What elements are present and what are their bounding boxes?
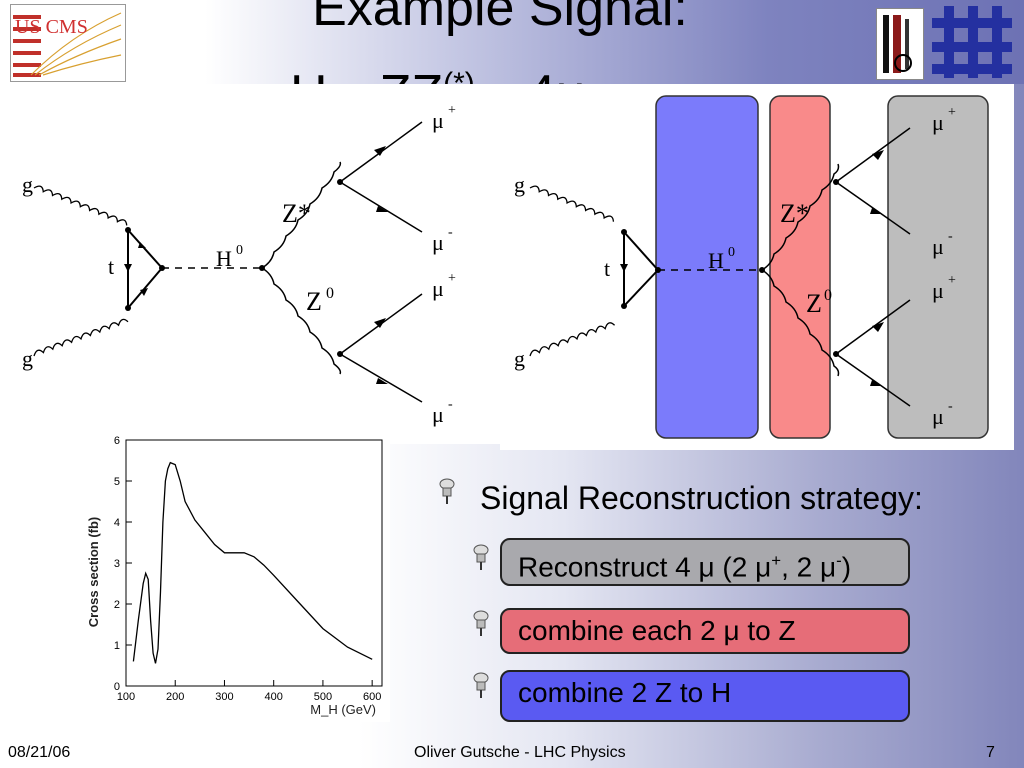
bullet-reconstruct-suffix: ) — [841, 551, 852, 583]
bullet-reconstruct-sup-plus: + — [771, 551, 782, 570]
pushpin-icon — [439, 478, 455, 504]
footer-page-number: 7 — [986, 744, 995, 761]
label-top-quark: t — [108, 254, 114, 279]
y-tick-label: 4 — [114, 517, 120, 529]
plot-frame — [125, 439, 383, 687]
label-mu-minus-top-sup: - — [948, 229, 953, 244]
label-gluon-top: g — [514, 172, 525, 197]
x-tick-label: 300 — [215, 691, 233, 703]
label-z0: Z — [806, 289, 822, 318]
title-bar — [0, 0, 1024, 84]
y-tick-label: 5 — [114, 476, 120, 488]
label-top-quark: t — [604, 256, 610, 281]
fermilab-logo — [930, 4, 1014, 80]
uscms-logo-text: US CMS — [15, 16, 88, 38]
box-z-group — [769, 95, 831, 439]
feynman-diagram-left: g g t H 0 Z* Z 0 μ + μ - μ + μ - — [12, 84, 512, 444]
footer-author: Oliver Gutsche - LHC Physics — [414, 744, 626, 761]
label-mu-minus-top: μ — [432, 230, 444, 255]
box-muon-group — [887, 95, 989, 439]
label-mu-minus-bottom-sup: - — [948, 399, 953, 414]
bullet-reconstruct-text: Reconstruct 4 μ (2 μ — [518, 551, 772, 583]
label-higgs: H — [708, 248, 724, 273]
label-mu-plus-top: μ — [932, 110, 944, 135]
label-zstar: Z* — [780, 199, 809, 228]
x-tick-label: 200 — [166, 691, 184, 703]
bullet-section: Signal Reconstruction strategy: Reconstr… — [430, 470, 1020, 730]
x-tick-label: 400 — [265, 691, 283, 703]
label-mu-minus-bottom-sup: - — [448, 397, 453, 412]
label-mu-minus-top-sup: - — [448, 225, 453, 240]
uscms-logo: US CMS — [10, 4, 126, 82]
x-tick-label: 500 — [314, 691, 332, 703]
label-mu-plus-bottom: μ — [432, 276, 444, 301]
bullet-combine-h: combine 2 Z to H — [500, 670, 910, 722]
title-text: Example Signal: — [312, 0, 688, 37]
x-tick-label: 100 — [117, 691, 135, 703]
label-mu-plus-top-sup: + — [448, 103, 456, 118]
y-axis-label: Cross section (fb) — [86, 517, 101, 628]
bullet-reconstruct: Reconstruct 4 μ (2 μ+, 2 μ-) — [500, 538, 910, 586]
label-mu-plus-bottom: μ — [932, 278, 944, 303]
bullet-combine-z: combine each 2 μ to Z — [500, 608, 910, 654]
cross-section-plot: 100 200 300 400 500 600 0 1 2 3 4 5 6 Cross section … — [84, 432, 390, 722]
label-z0-sup: 0 — [824, 287, 832, 304]
label-higgs-sup: 0 — [236, 243, 243, 258]
bullet-reconstruct-mid: , 2 μ — [781, 551, 837, 583]
bullet-reconstruct-sup-minus: - — [836, 551, 842, 570]
label-mu-plus-top-sup: + — [948, 105, 956, 120]
label-gluon-bottom: g — [514, 346, 525, 371]
y-tick-label: 0 — [114, 681, 120, 693]
label-zstar: Z* — [282, 199, 311, 228]
y-tick-label: 6 — [114, 435, 120, 447]
box-higgs-group — [655, 95, 759, 439]
cross-section-curve — [132, 461, 373, 664]
feynman-diagram-right: g g t H 0 Z* Z 0 μ + μ - μ + μ - — [500, 84, 1014, 450]
label-z0-sup: 0 — [326, 285, 334, 302]
label-gluon-top: g — [22, 172, 33, 197]
pushpin-icon — [473, 544, 489, 570]
label-mu-minus-bottom: μ — [932, 404, 944, 429]
label-mu-plus-bottom-sup: + — [948, 273, 956, 288]
label-mu-plus-bottom-sup: + — [448, 271, 456, 286]
label-mu-minus-top: μ — [932, 234, 944, 259]
label-mu-plus-top: μ — [432, 108, 444, 133]
y-tick-label: 3 — [114, 558, 120, 570]
slide-title: Example Signal: — [200, 0, 800, 34]
bullet-main-text: Signal Reconstruction strategy: — [480, 480, 923, 516]
label-z0: Z — [306, 287, 322, 316]
label-higgs-sup: 0 — [728, 245, 735, 260]
x-tick-label: 600 — [363, 691, 381, 703]
label-higgs: H — [216, 246, 232, 271]
lpc-logo — [876, 8, 924, 80]
x-axis-label: M_H (GeV) — [310, 702, 376, 717]
pushpin-icon — [473, 610, 489, 636]
pushpin-icon — [473, 672, 489, 698]
label-mu-minus-bottom: μ — [432, 402, 444, 427]
y-tick-label: 2 — [114, 599, 120, 611]
footer-date: 08/21/06 — [8, 744, 71, 761]
y-tick-label: 1 — [114, 640, 120, 652]
label-gluon-bottom: g — [22, 346, 33, 371]
